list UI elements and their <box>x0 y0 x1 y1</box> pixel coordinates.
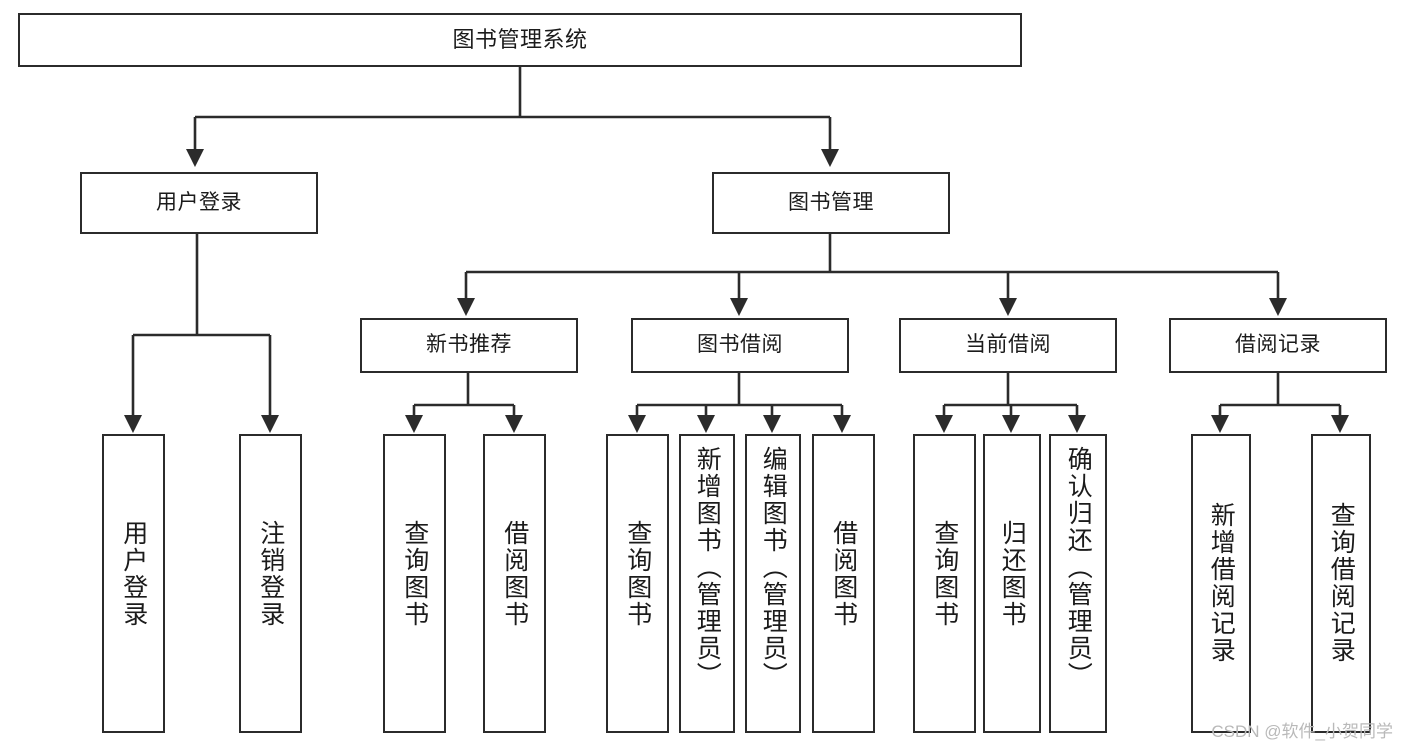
node-leaf-current-confirm-return[interactable]: 确认归还（管理员） <box>1049 434 1107 733</box>
node-root[interactable]: 图书管理系统 <box>18 13 1022 67</box>
node-leaf-user-logout[interactable]: 注销登录 <box>239 434 302 733</box>
node-leaf-record-query-label: 查询借阅记录 <box>1327 502 1356 664</box>
node-leaf-current-confirm-return-label: 确认归还（管理员） <box>1064 446 1093 689</box>
node-leaf-borrow-borrow-book-label: 借阅图书 <box>829 520 858 628</box>
node-leaf-borrow-add-book-label: 新增图书（管理员） <box>693 446 722 689</box>
node-current-borrow-label: 当前借阅 <box>965 333 1051 357</box>
node-leaf-recommend-query-book-label: 查询图书 <box>400 520 429 628</box>
node-leaf-user-logout-label: 注销登录 <box>256 520 285 628</box>
node-leaf-borrow-add-book[interactable]: 新增图书（管理员） <box>679 434 735 733</box>
node-leaf-current-return-book-label: 归还图书 <box>998 520 1027 628</box>
node-book-manage-label: 图书管理 <box>788 190 874 214</box>
node-leaf-borrow-edit-book[interactable]: 编辑图书（管理员） <box>745 434 801 733</box>
node-borrow-record[interactable]: 借阅记录 <box>1169 318 1387 373</box>
node-root-label: 图书管理系统 <box>452 27 588 53</box>
node-leaf-user-login-label: 用户登录 <box>119 520 148 628</box>
node-leaf-borrow-edit-book-label: 编辑图书（管理员） <box>759 446 788 689</box>
node-leaf-recommend-borrow-book[interactable]: 借阅图书 <box>483 434 546 733</box>
node-leaf-current-return-book[interactable]: 归还图书 <box>983 434 1041 733</box>
node-leaf-borrow-borrow-book[interactable]: 借阅图书 <box>812 434 875 733</box>
node-leaf-recommend-borrow-book-label: 借阅图书 <box>500 520 529 628</box>
node-current-borrow[interactable]: 当前借阅 <box>899 318 1117 373</box>
node-borrow-record-label: 借阅记录 <box>1235 333 1321 357</box>
node-leaf-record-add[interactable]: 新增借阅记录 <box>1191 434 1251 733</box>
node-leaf-recommend-query-book[interactable]: 查询图书 <box>383 434 446 733</box>
node-book-borrow-label: 图书借阅 <box>697 333 783 357</box>
node-user-login[interactable]: 用户登录 <box>80 172 318 234</box>
node-leaf-borrow-query-book-label: 查询图书 <box>623 520 652 628</box>
node-user-login-label: 用户登录 <box>156 190 242 214</box>
node-leaf-current-query-book-label: 查询图书 <box>930 520 959 628</box>
node-leaf-borrow-query-book[interactable]: 查询图书 <box>606 434 669 733</box>
node-new-book-recommend-label: 新书推荐 <box>426 333 512 357</box>
node-leaf-current-query-book[interactable]: 查询图书 <box>913 434 976 733</box>
node-leaf-record-query[interactable]: 查询借阅记录 <box>1311 434 1371 733</box>
node-book-borrow[interactable]: 图书借阅 <box>631 318 849 373</box>
node-book-manage[interactable]: 图书管理 <box>712 172 950 234</box>
node-new-book-recommend[interactable]: 新书推荐 <box>360 318 578 373</box>
node-leaf-record-add-label: 新增借阅记录 <box>1207 502 1236 664</box>
node-leaf-user-login[interactable]: 用户登录 <box>102 434 165 733</box>
watermark: CSDN @软件_小贺同学 <box>1211 722 1393 741</box>
